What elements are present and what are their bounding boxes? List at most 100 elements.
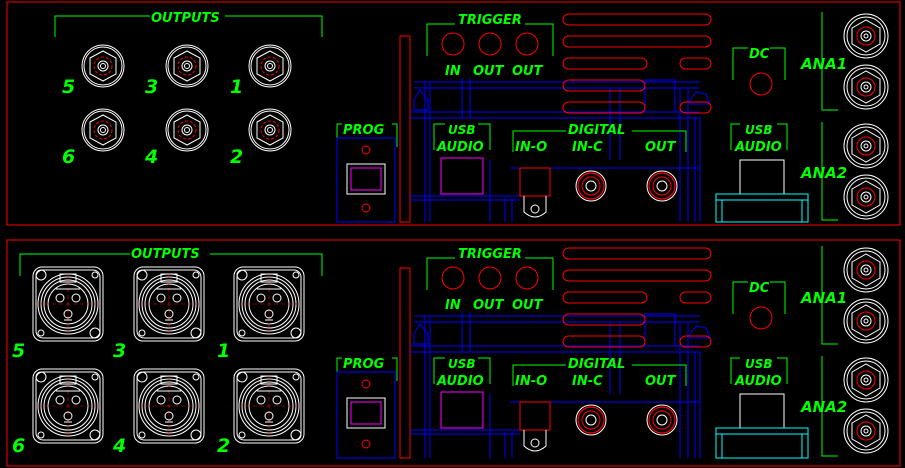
usb-audio-port [440,391,484,429]
trigger-label: TRIGGER [458,247,522,262]
optical-input [519,401,551,452]
dc-label: DC [749,47,770,62]
usb-audio-bracket [433,123,491,150]
output-jacks [81,44,292,152]
digital-in-o-label: IN-O [515,140,547,155]
trigger-out-label-1: OUT [473,64,505,79]
output-number-5: 5 [62,76,75,98]
output-number-3: 3 [113,340,126,362]
digital-in-o-label: IN-O [515,374,547,389]
trigger-jack-out-1 [478,32,502,56]
trigger-label: TRIGGER [458,13,522,28]
ana2-jack-bottom [843,408,889,454]
usb-audio-port [440,157,484,195]
ana2-label: ANA2 [800,164,847,182]
ana2-bracket [821,122,838,221]
ana1-jack-top [843,13,889,59]
xlr-output-5 [32,266,104,342]
usb-audio-right-label-2: AUDIO [734,374,782,389]
ana1-jack-bottom [843,64,889,110]
outputs-bracket [19,253,323,276]
usb-audio-right-bracket [730,123,788,150]
trigger-jack-out-2 [515,266,539,290]
output-jack-1 [248,44,292,88]
pcb-edge [399,35,411,223]
xlr-outputs [32,266,305,444]
dc-bracket [732,47,786,80]
trigger-in-label: IN [445,298,461,313]
ana2-jack-bottom [843,174,889,220]
digital-out-label: OUT [645,140,677,155]
ana1-bracket [821,12,838,111]
output-number-4: 4 [144,146,158,168]
output-number-6: 6 [62,146,75,168]
trigger-out-label-1: OUT [473,298,505,313]
usb-audio-right-port [715,393,809,459]
xlr-output-4 [133,368,205,444]
panel-outline [6,1,901,226]
output-jack-4 [165,108,209,152]
output-jack-3 [165,44,209,88]
outputs-label: OUTPUTS [151,11,220,26]
output-number-6: 6 [12,435,25,457]
outputs-label: OUTPUTS [131,247,200,262]
ana2-label: ANA2 [800,398,847,416]
trigger-jack-in [441,32,465,56]
usb-audio-label-2: AUDIO [436,140,484,155]
prog-usb-port [336,137,396,223]
trigger-jack-out-1 [478,266,502,290]
output-number-5: 5 [12,340,25,362]
ana1-jack-top [843,247,889,293]
ana1-bracket [821,246,838,345]
digital-coax-output [646,170,678,202]
heatsink-fins [562,247,712,348]
trigger-out-label-2: OUT [512,298,544,313]
output-number-4: 4 [112,435,126,457]
usb-audio-right-label-1: USB [745,357,773,371]
panel-rca: OUTPUTS 5 3 1 6 4 2 [6,1,901,226]
digital-out-label: OUT [645,374,677,389]
digital-label: DIGITAL [568,123,625,138]
outputs-bracket [54,15,323,37]
output-number-2: 2 [230,146,243,168]
usb-audio-label-1: USB [448,357,476,371]
usb-audio-right-label-1: USB [745,123,773,137]
output-number-2: 2 [217,435,230,457]
dc-bracket [732,281,786,314]
usb-audio-bracket [433,357,491,384]
ana2-bracket [821,356,838,457]
prog-label: PROG [343,357,385,372]
trigger-jack-out-2 [515,32,539,56]
digital-label: DIGITAL [568,357,625,372]
ana1-label: ANA1 [800,55,847,73]
digital-in-c-label: IN-C [572,140,603,155]
output-jack-5 [81,44,125,88]
trigger-out-label-2: OUT [512,64,544,79]
digital-in-c-label: IN-C [572,374,603,389]
output-jack-2 [248,108,292,152]
usb-audio-label-2: AUDIO [436,374,484,389]
trigger-bracket [426,23,554,56]
panel-xlr: OUTPUTS 5 3 1 6 4 2 [6,239,901,467]
xlr-output-1 [233,266,305,342]
trigger-bracket [426,257,554,290]
output-number-3: 3 [145,76,158,98]
dc-jack [749,306,773,330]
ana1-jack-bottom [843,298,889,344]
usb-audio-right-label-2: AUDIO [734,140,782,155]
output-jack-6 [81,108,125,152]
usb-audio-right-bracket [730,357,788,384]
output-number-1: 1 [230,76,243,98]
output-number-1: 1 [217,340,230,362]
ana1-label: ANA1 [800,289,847,307]
xlr-output-3 [133,266,205,342]
digital-coax-output [646,404,678,436]
blue-framework [410,312,711,458]
dc-label: DC [749,281,770,296]
digital-coax-input [575,404,607,436]
prog-label: PROG [343,123,385,138]
digital-bracket [512,364,687,386]
xlr-output-2 [233,368,305,444]
usb-audio-label-1: USB [448,123,476,137]
